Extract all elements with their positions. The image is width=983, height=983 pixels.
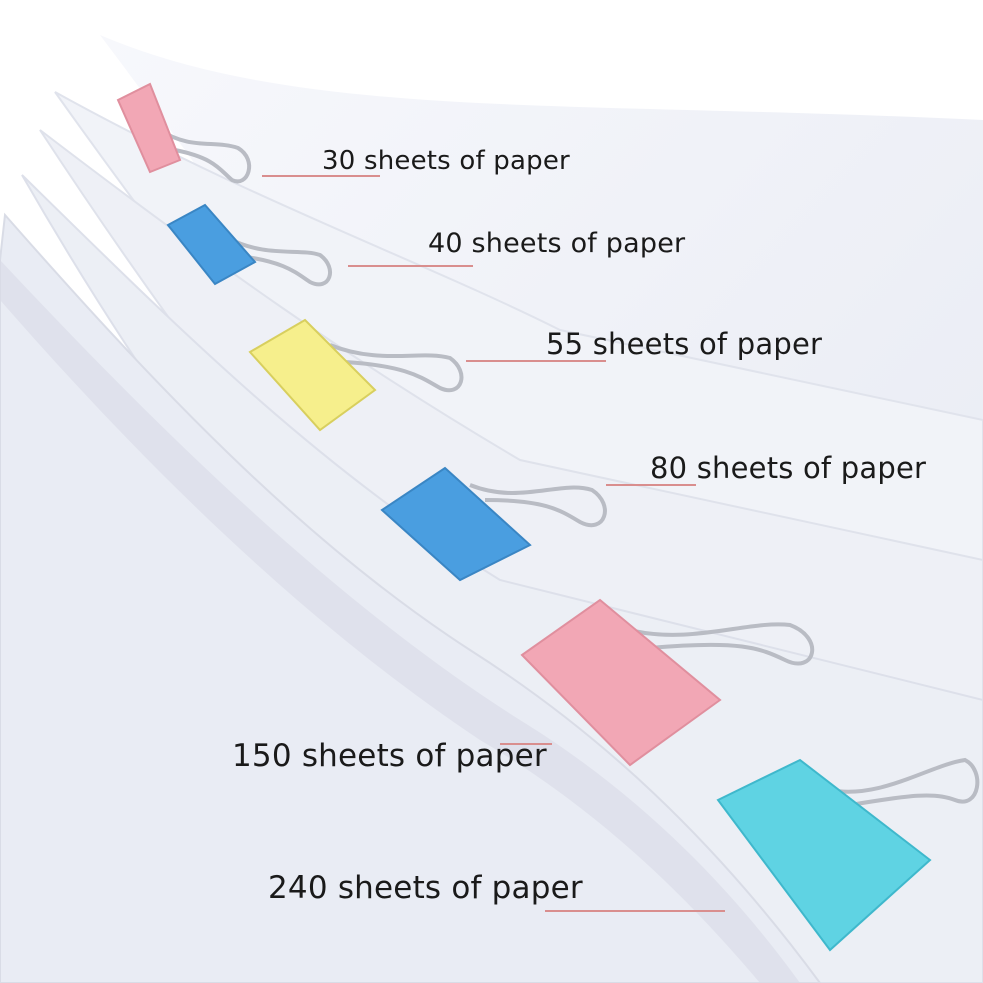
leader-150 [500,743,552,745]
clip-body [380,466,532,582]
clip-30 [116,82,251,184]
label-80-sheets: 80 sheets of paper [650,451,927,485]
label-55-sheets: 55 sheets of paper [546,327,823,361]
clip-150 [520,598,815,767]
leader-240 [545,910,725,912]
clip-handle [829,757,980,807]
clip-body [520,598,722,767]
clip-handle [629,622,815,666]
clip-body [248,318,377,432]
label-150-sheets: 150 sheets of paper [232,738,547,774]
leader-30 [262,175,380,177]
leader-80 [606,484,696,486]
leader-55 [466,360,606,362]
leader-40 [348,265,473,267]
clip-handle [227,236,332,287]
clip-body [166,203,257,286]
label-30-sheets: 30 sheets of paper [322,146,570,176]
label-40-sheets: 40 sheets of paper [428,228,686,259]
clip-handle [469,483,607,528]
label-240-sheets: 240 sheets of paper [268,870,583,906]
clip-body [116,82,182,174]
clip-body [716,758,932,952]
clip-240 [716,757,980,952]
paper-edge-shadow [0,260,800,983]
clip-80 [380,466,607,582]
clip-handle [158,128,251,184]
clip-55 [248,318,464,432]
clip-40 [166,203,332,287]
clip-handle [329,343,464,393]
